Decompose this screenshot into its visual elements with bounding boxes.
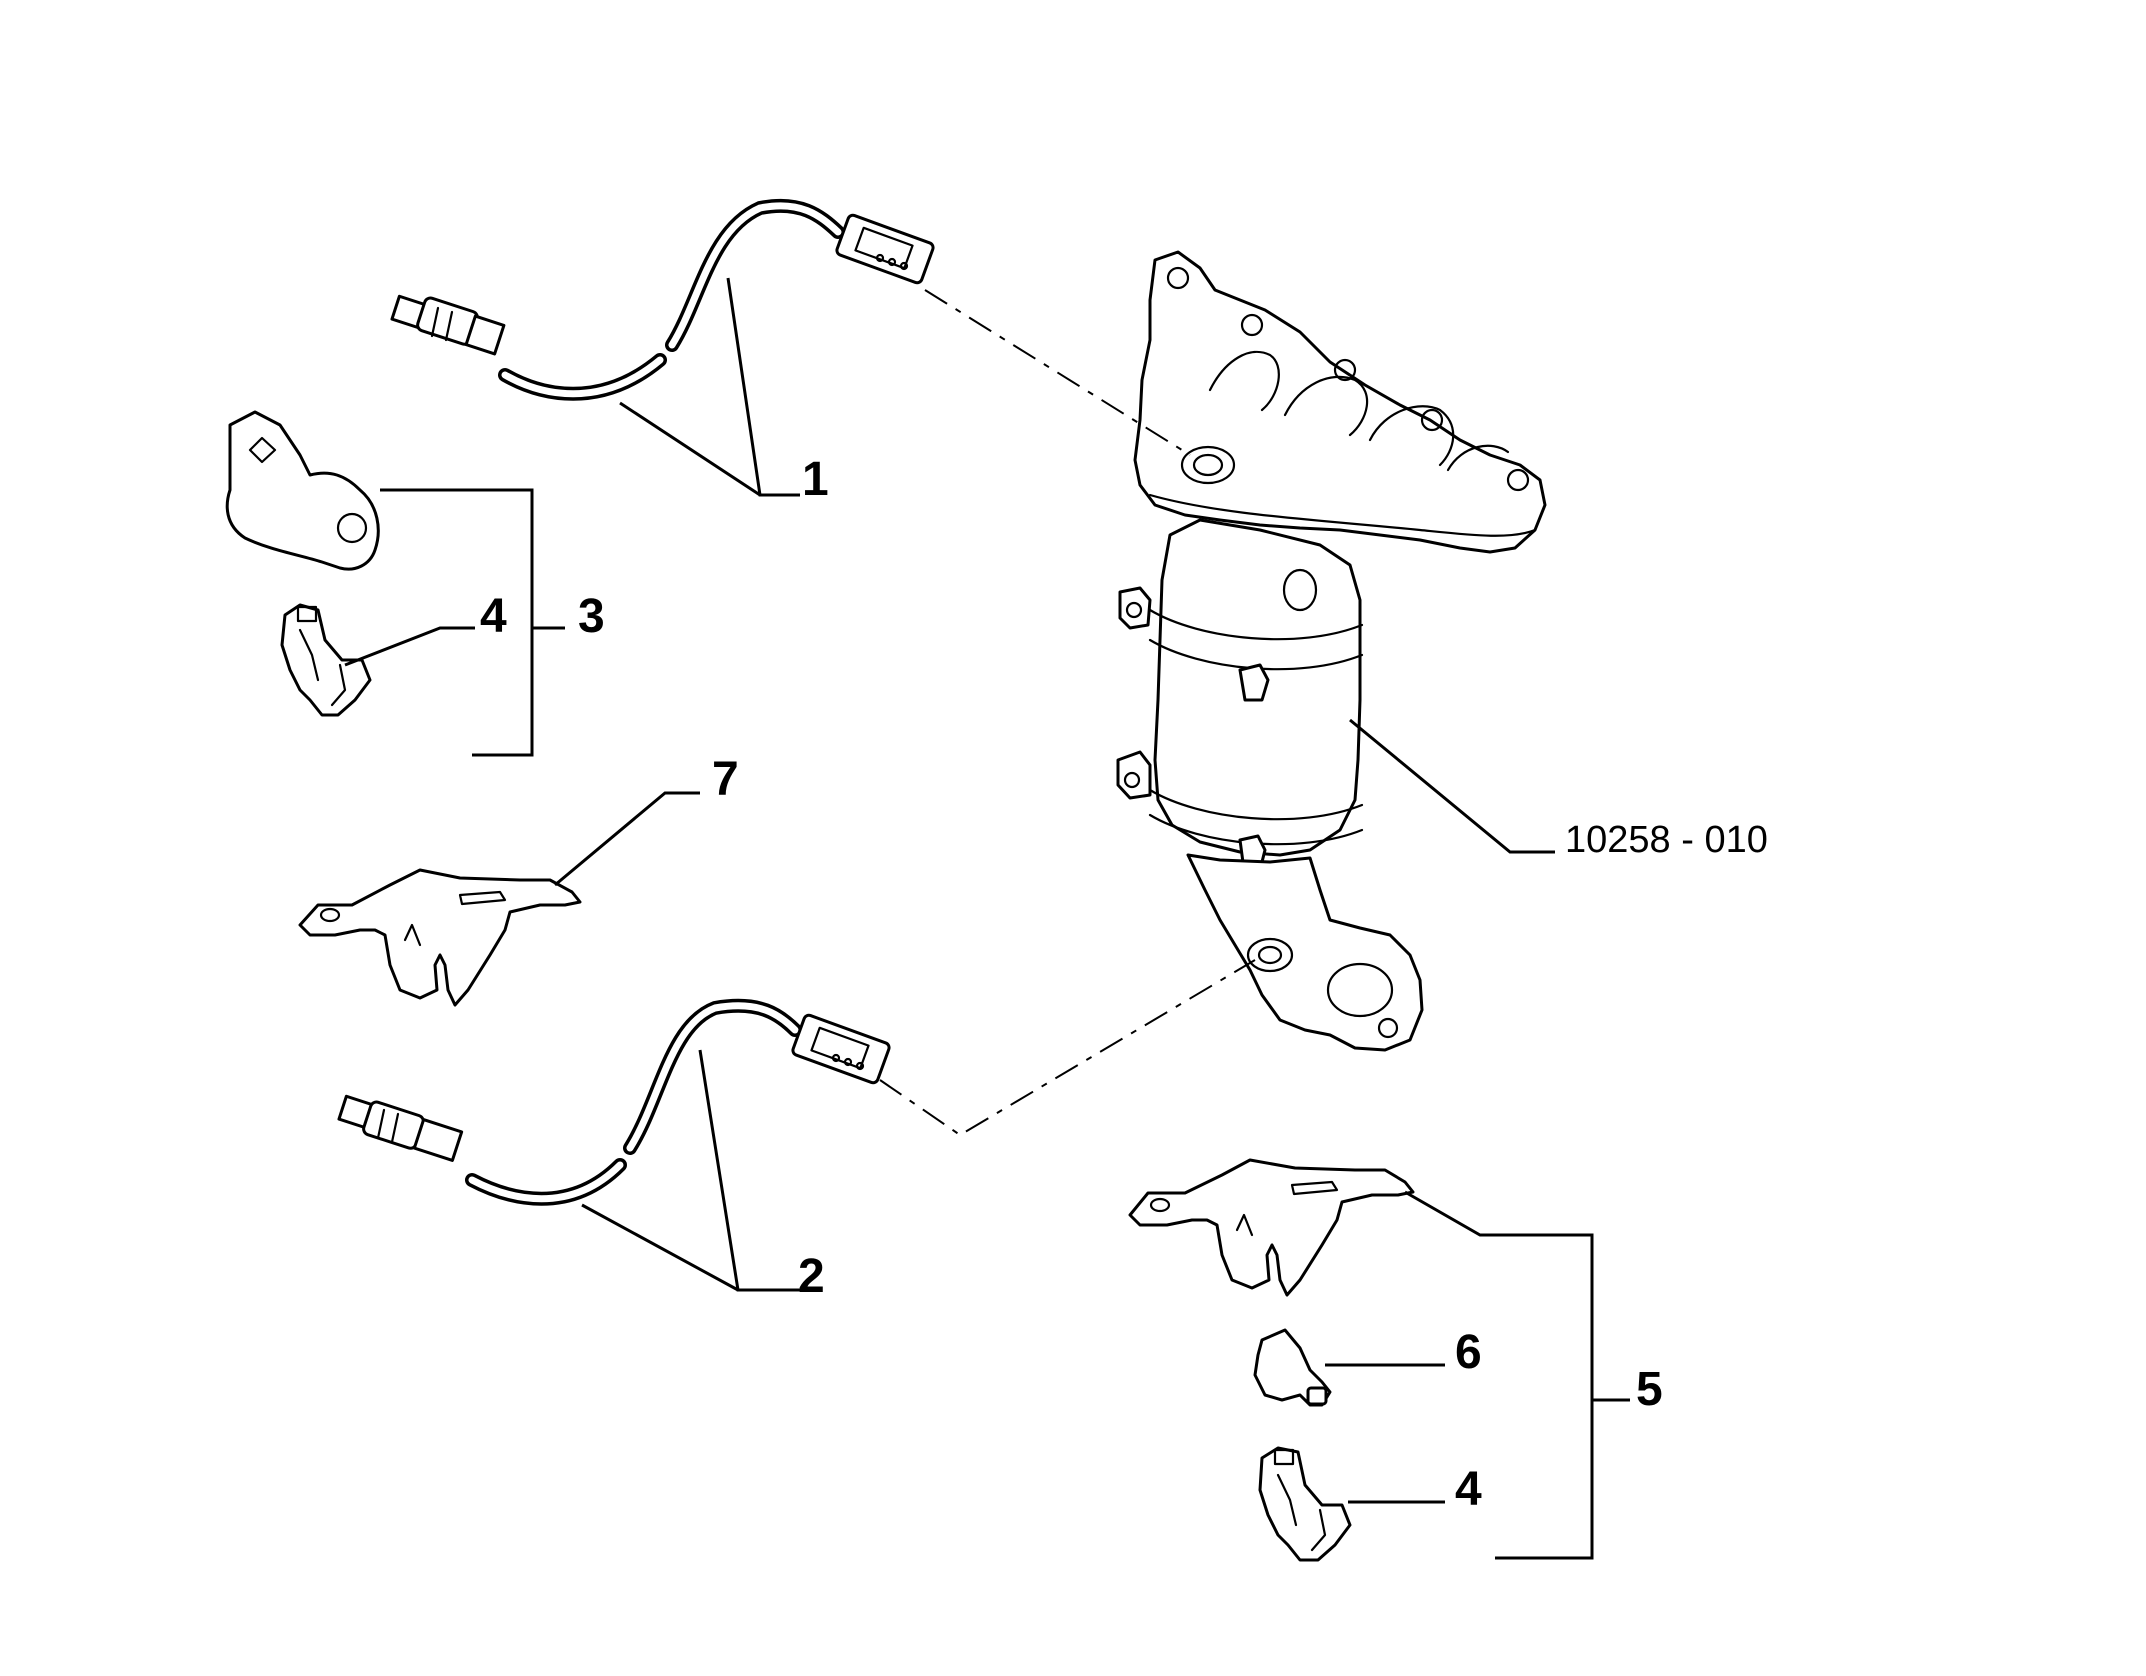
clip-lower-right <box>1258 1446 1352 1562</box>
callout-4-upper: 4 <box>480 590 507 643</box>
callout-7: 7 <box>712 753 739 806</box>
callout-5: 5 <box>1636 1363 1663 1416</box>
heat-shield-plate <box>225 410 380 571</box>
reference-code: 10258 - 010 <box>1565 819 1768 861</box>
leader-lines <box>344 277 1630 1560</box>
bracket-upper <box>298 868 582 1007</box>
clip-upper-left <box>280 603 372 717</box>
nut <box>1253 1328 1332 1407</box>
callout-2: 2 <box>798 1250 825 1303</box>
callout-3: 3 <box>578 590 605 643</box>
callout-6: 6 <box>1455 1326 1482 1379</box>
connection-line-lower <box>879 959 1256 1137</box>
bracket-lower <box>1128 1158 1415 1297</box>
oxygen-sensor-upper <box>390 198 935 401</box>
callout-1: 1 <box>802 453 829 506</box>
connection-line-upper <box>924 289 1191 456</box>
callout-4-lower: 4 <box>1455 1463 1482 1516</box>
oxygen-sensor-lower <box>337 998 891 1206</box>
exhaust-manifold-catalyst <box>1116 250 1547 1052</box>
